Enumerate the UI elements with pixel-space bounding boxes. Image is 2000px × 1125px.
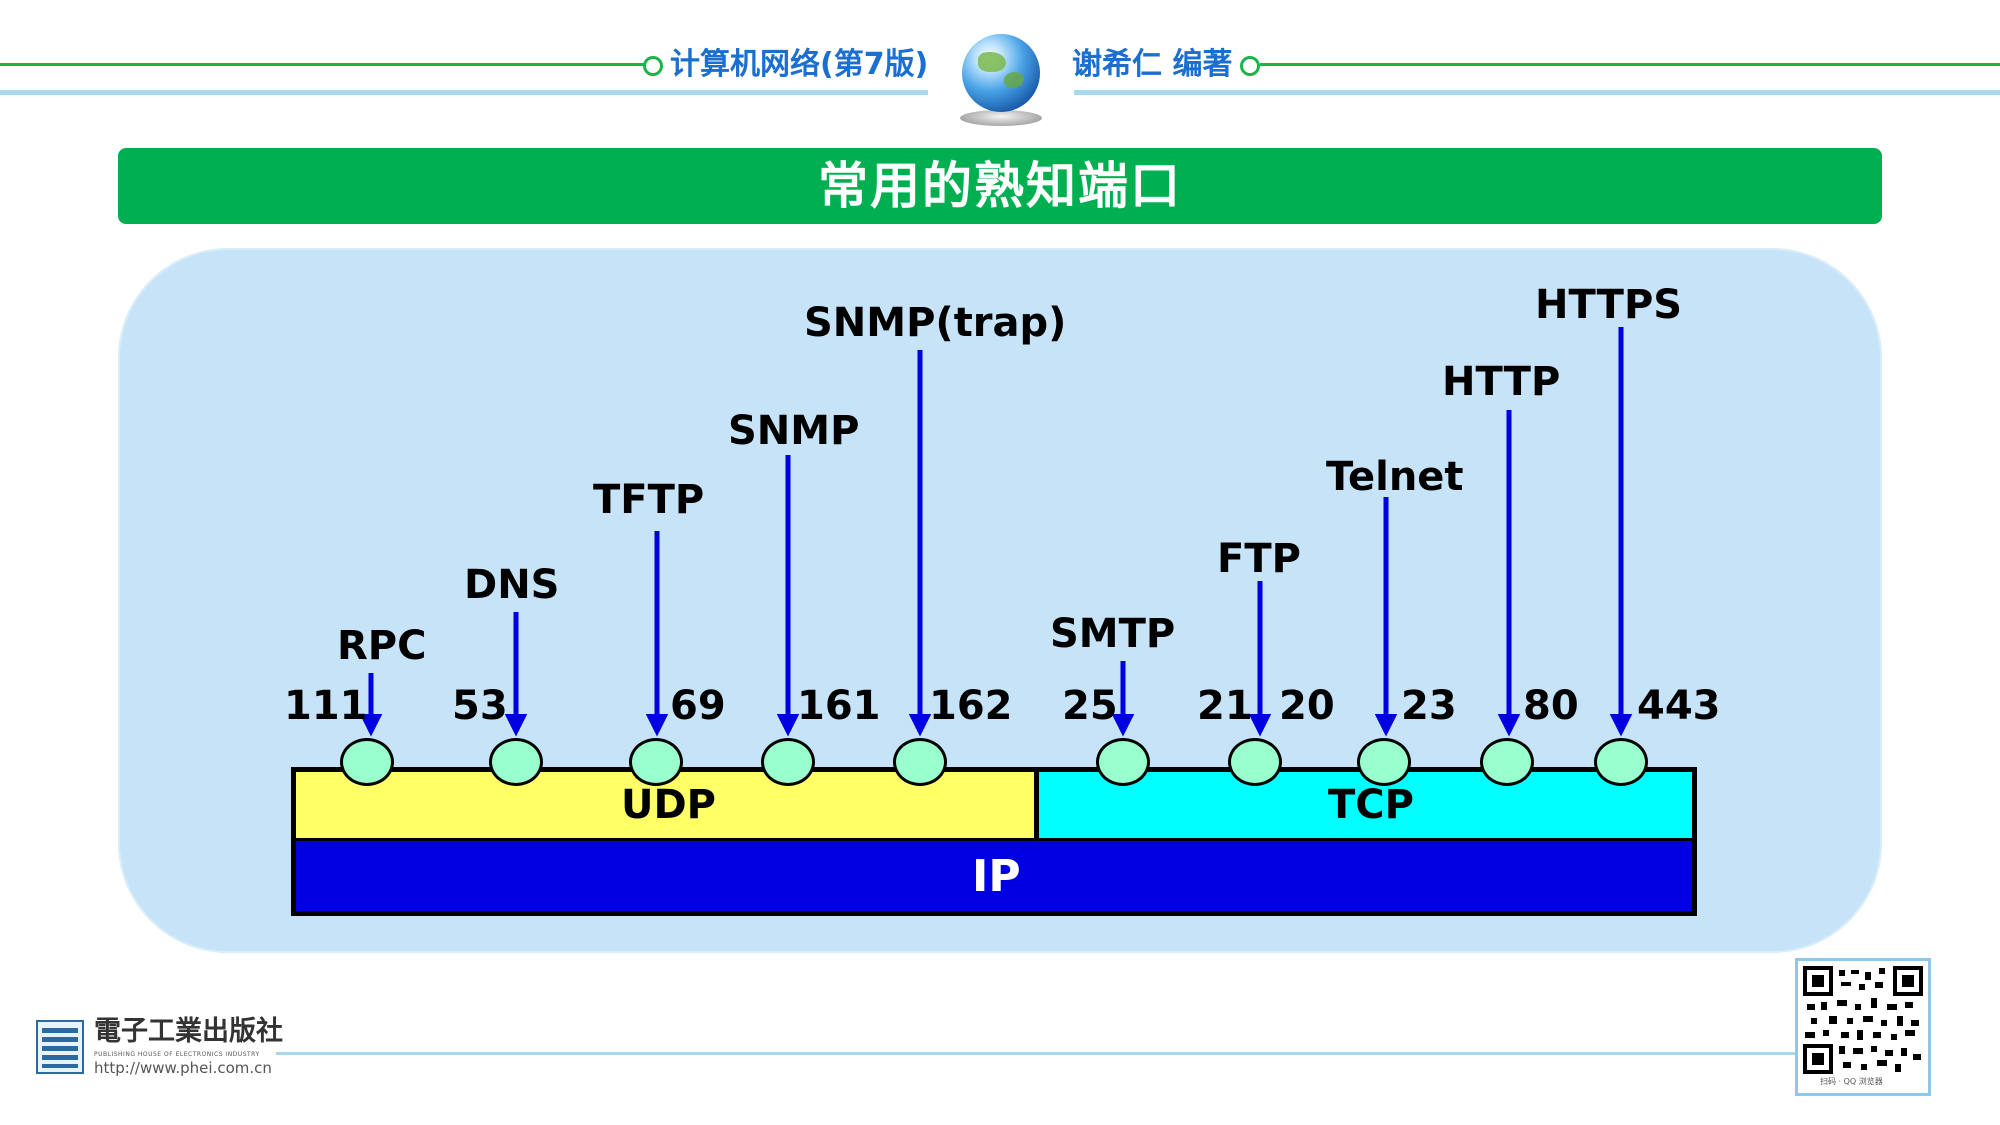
port-number-69: 69 bbox=[670, 683, 726, 729]
ip-layer bbox=[291, 838, 1697, 916]
port-circle-161 bbox=[761, 738, 815, 786]
port-number-111: 111 bbox=[284, 683, 368, 729]
port-circle-53 bbox=[489, 738, 543, 786]
port-number-25: 25 bbox=[1062, 683, 1118, 729]
title-banner: 常用的熟知端口 bbox=[118, 148, 1882, 224]
port-number-21: 21 bbox=[1197, 683, 1253, 729]
publisher-name-en: PUBLISHING HOUSE OF ELECTRONICS INDUSTRY bbox=[94, 1051, 260, 1058]
protocol-label-ftp: FTP bbox=[1217, 536, 1301, 582]
port-number-80: 80 bbox=[1523, 683, 1579, 729]
protocol-label-smtp: SMTP bbox=[1050, 611, 1176, 657]
udp-label: UDP bbox=[621, 782, 716, 828]
publisher-url[interactable]: http://www.phei.com.cn bbox=[94, 1059, 272, 1077]
port-number-161: 161 bbox=[797, 683, 881, 729]
header-ring-right bbox=[1240, 56, 1260, 76]
header-rule-left bbox=[0, 63, 648, 66]
protocol-label-snmp-trap: SNMP(trap) bbox=[804, 300, 1067, 346]
qr-code-frame[interactable] bbox=[1795, 958, 1931, 1096]
protocol-label-tftp: TFTP bbox=[593, 477, 705, 523]
globe-land-icon bbox=[1004, 72, 1024, 88]
port-number-20: 20 bbox=[1279, 683, 1335, 729]
port-number-162: 162 bbox=[929, 683, 1013, 729]
protocol-label-http: HTTP bbox=[1442, 359, 1561, 405]
header-band-left bbox=[0, 90, 928, 95]
protocol-label-dns: DNS bbox=[464, 562, 560, 608]
footer-rule bbox=[276, 1052, 1796, 1055]
header-rule-right bbox=[1260, 63, 2000, 66]
page-title: 常用的熟知端口 bbox=[818, 157, 1182, 215]
port-circle-80 bbox=[1480, 738, 1534, 786]
protocol-label-snmp: SNMP bbox=[728, 408, 860, 454]
globe-icon bbox=[962, 34, 1040, 112]
ip-label: IP bbox=[972, 851, 1021, 902]
port-circle-21-20 bbox=[1228, 738, 1282, 786]
globe-stand bbox=[960, 110, 1042, 126]
port-circle-111 bbox=[340, 738, 394, 786]
publisher-logo-icon bbox=[36, 1020, 84, 1074]
port-circle-23 bbox=[1357, 738, 1411, 786]
port-number-53: 53 bbox=[452, 683, 508, 729]
protocol-label-https: HTTPS bbox=[1535, 282, 1683, 328]
globe-land-icon bbox=[978, 52, 1006, 72]
author: 谢希仁 编著 bbox=[1072, 47, 1233, 82]
tcp-label: TCP bbox=[1328, 782, 1414, 828]
publisher-name: 電子工業出版社 bbox=[94, 1016, 283, 1047]
port-circle-443 bbox=[1594, 738, 1648, 786]
header-band-right bbox=[1074, 90, 2000, 95]
port-number-443: 443 bbox=[1637, 683, 1721, 729]
book-title: 计算机网络(第7版) bbox=[670, 47, 929, 82]
port-circle-25 bbox=[1096, 738, 1150, 786]
protocol-label-telnet: Telnet bbox=[1326, 454, 1464, 500]
udp-tcp-divider bbox=[1034, 767, 1037, 841]
port-circle-69 bbox=[629, 738, 683, 786]
header-ring-left bbox=[643, 56, 663, 76]
qr-code-icon bbox=[1801, 964, 1925, 1076]
port-number-23: 23 bbox=[1401, 683, 1457, 729]
qr-caption: 扫码 · QQ 浏览器 bbox=[1820, 1077, 1883, 1086]
protocol-label-rpc: RPC bbox=[337, 623, 427, 669]
port-circle-162 bbox=[893, 738, 947, 786]
